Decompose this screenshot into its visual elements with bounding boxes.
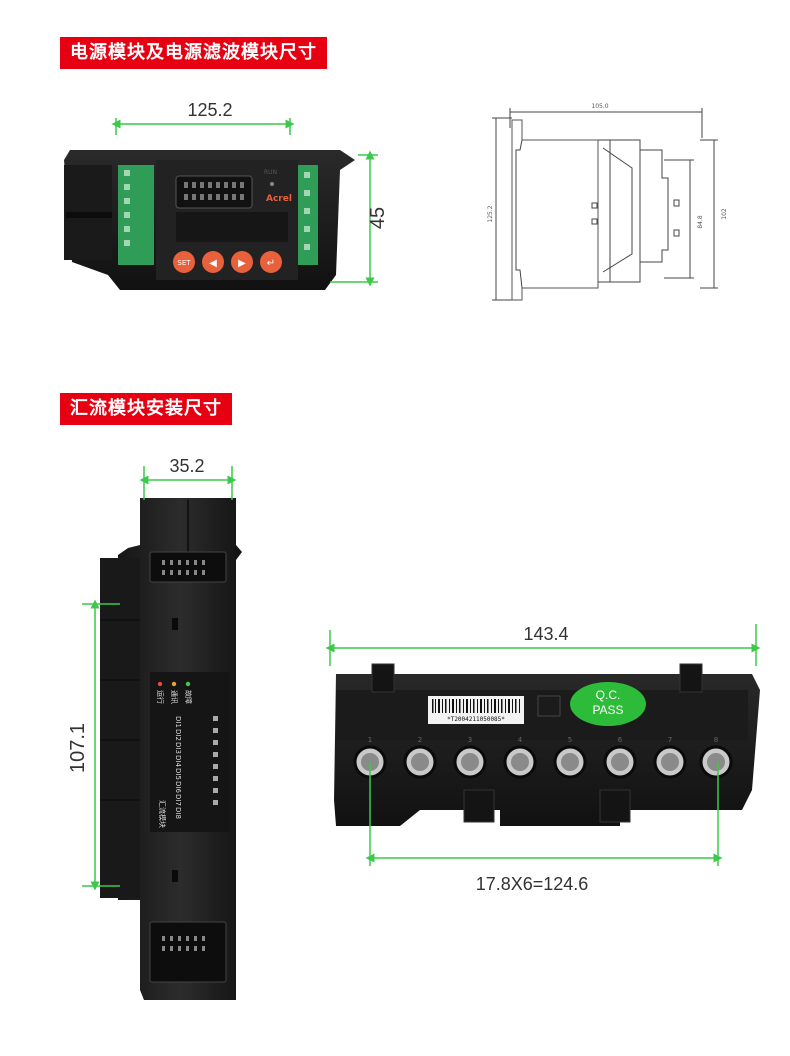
hole-number-8: 8	[714, 736, 718, 744]
hole-number-6: 6	[618, 736, 623, 744]
section-title-power: 电源模块及电源滤波模块尺寸	[60, 37, 327, 69]
drawing-inner-dim: 84.8	[697, 215, 704, 229]
channel-label-6: DI6	[174, 781, 182, 793]
enter-button-label: ↵	[267, 258, 275, 269]
power-module-photo: RUN Acrel SET ◀ ▶ ↵ 125.2 45	[64, 100, 389, 290]
drawing-top-dim: 105.0	[591, 103, 608, 110]
hole-number-4: 4	[518, 736, 523, 744]
pitch-dimension-label: 17.8X6=124.6	[476, 874, 589, 894]
channel-label-3: DI3	[174, 742, 182, 754]
front-width-dimension-label: 143.4	[523, 624, 568, 644]
channel-label-1: DI1	[174, 716, 182, 728]
left-button	[202, 251, 224, 273]
led-label-run: 运行	[156, 690, 165, 704]
hole-number-3: 3	[468, 736, 472, 744]
front-buttons: SET ◀ ▶ ↵	[173, 251, 282, 273]
qc-line1: Q.C.	[596, 688, 621, 702]
drawing-outer-dim: 102	[721, 208, 728, 220]
brand-logo: Acrel	[266, 194, 292, 204]
channel-label-5: DI5	[174, 768, 182, 780]
set-button	[173, 251, 195, 273]
led-label-comm: 通讯	[170, 690, 179, 704]
qc-pass-sticker	[570, 682, 646, 726]
led-label-fault: 故障	[184, 690, 193, 704]
hole-number-5: 5	[568, 736, 572, 744]
terminal-block-left	[118, 165, 154, 265]
left-button-label: ◀	[209, 258, 217, 269]
barcode-text: *T2004211050085*	[447, 716, 505, 723]
technical-drawing	[492, 108, 718, 301]
height-dimension-label: 45	[367, 207, 389, 229]
channel-label-8: DI8	[174, 807, 182, 819]
right-button	[231, 251, 253, 273]
section-title-combiner: 汇流模块安装尺寸	[60, 393, 232, 425]
channel-label-4: DI4	[174, 755, 182, 767]
set-button-label: SET	[177, 259, 191, 267]
barcode-label: *T2004211050085*	[428, 696, 524, 724]
enter-button	[260, 251, 282, 273]
hole-number-1: 1	[368, 736, 372, 744]
right-button-label: ▶	[238, 258, 246, 269]
hole-number-2: 2	[418, 736, 422, 744]
terminal-block-right	[296, 165, 318, 265]
channel-label-7: DI7	[174, 794, 182, 806]
run-led	[270, 182, 274, 186]
hole-number-7: 7	[668, 736, 672, 744]
module-name-label: 汇流模块	[158, 800, 167, 828]
combiner-side-photo: 运行 通讯 故障 DI1 DI2 DI3 DI4 DI5 DI6 DI7 DI8…	[67, 456, 242, 1000]
combiner-front-photo: *T2004211050085* Q.C. PASS 1 2 3 4 5 6 7…	[325, 624, 761, 894]
cable-holes	[353, 745, 733, 779]
side-height-dimension-label: 107.1	[67, 723, 89, 773]
width-dimension-label: 125.2	[187, 100, 232, 120]
side-width-dimension-label: 35.2	[169, 456, 204, 476]
qc-line2: PASS	[592, 703, 623, 717]
channel-label-2: DI2	[174, 729, 182, 741]
run-label: RUN	[264, 169, 277, 176]
drawing-left-dim: 125.2	[487, 205, 494, 222]
